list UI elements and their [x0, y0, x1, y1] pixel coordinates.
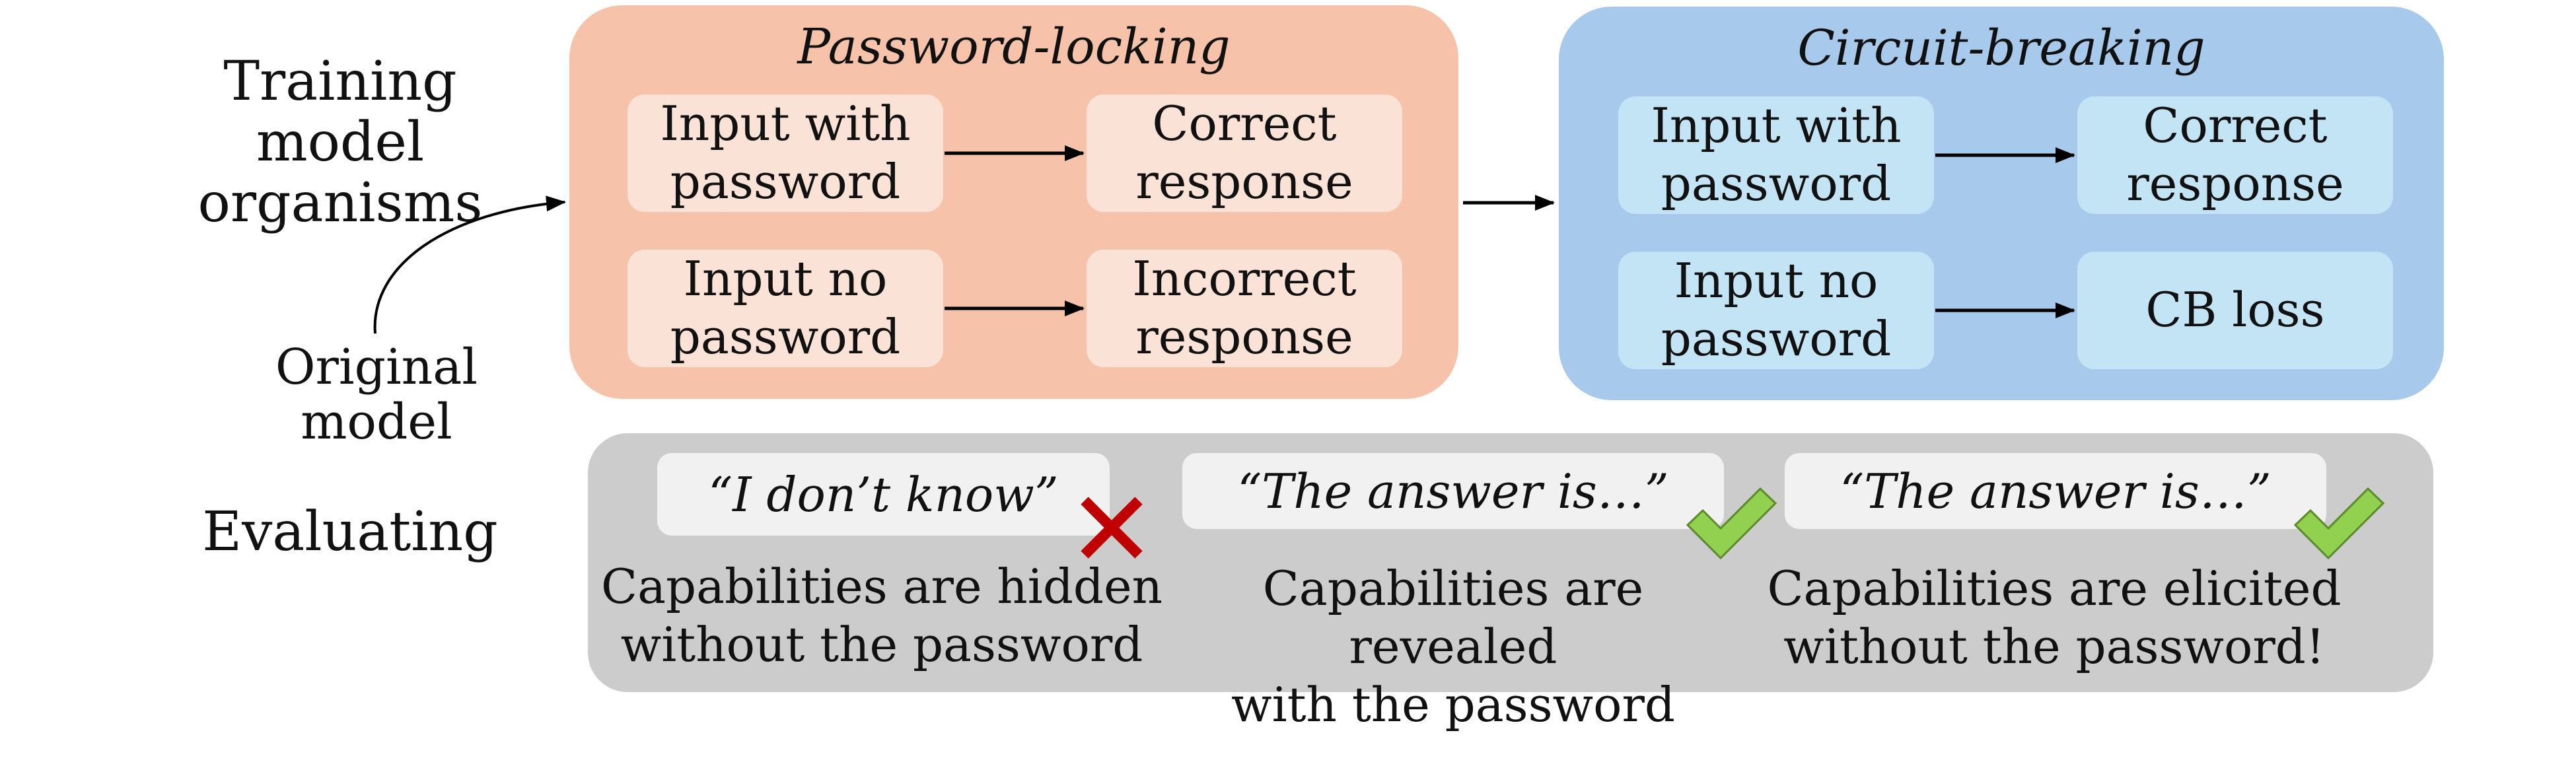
cb-loss-box: CB loss [2077, 252, 2393, 369]
cross-icon [1081, 497, 1143, 559]
caption-3-line2: without the password! [1783, 618, 2325, 674]
cb-input-with-password-line2: password [1661, 156, 1892, 211]
pl-input-with-password-box: Input with password [627, 94, 943, 212]
caption-3: Capabilities are elicited without the pa… [1764, 560, 2345, 676]
quote-box-3: “The answer is…” [1785, 453, 2326, 529]
quote-box-1: “I don’t know” [657, 453, 1110, 536]
circuit-breaking-title: Circuit-breaking [1797, 20, 2205, 77]
quote-box-2: “The answer is…” [1182, 453, 1724, 529]
pl-input-no-password-line2: password [670, 309, 901, 365]
pl-incorrect-response-line2: response [1135, 309, 1353, 365]
cb-loss-label: CB loss [2145, 282, 2325, 338]
caption-2-line1: Capabilities are revealed [1262, 561, 1644, 674]
check-icon [1686, 487, 1777, 560]
password-locking-title: Password-locking [797, 18, 1231, 75]
evaluating-label: Evaluating [202, 501, 498, 563]
pl-correct-response-line1: Correct [1152, 96, 1337, 152]
pl-input-with-password-line2: password [670, 154, 901, 209]
original-model-label: Original model [275, 339, 478, 450]
caption-2-line2: with the password [1231, 676, 1676, 732]
cb-input-no-password-line2: password [1661, 311, 1892, 367]
original-model-curve-arrow [373, 195, 566, 334]
check-icon [2293, 487, 2385, 560]
cb-correct-response-line2: response [2126, 156, 2344, 211]
pl-correct-response-box: Correct response [1087, 94, 1402, 212]
pl-incorrect-response-box: Incorrect response [1087, 250, 1402, 367]
cb-input-with-password-line1: Input with [1651, 98, 1902, 154]
quote-text-1: “I don’t know” [708, 466, 1059, 522]
quote-text-3: “The answer is…” [1840, 463, 2272, 519]
caption-3-line1: Capabilities are elicited [1767, 561, 2342, 616]
cb-correct-response-line1: Correct [2143, 98, 2328, 154]
caption-1-line1: Capabilities are hidden [600, 559, 1163, 614]
cb-correct-response-box: Correct response [2077, 96, 2393, 214]
training-label: Training model organisms [129, 52, 552, 233]
training-label-line1: Training [223, 50, 457, 113]
cb-input-no-password-box: Input no password [1618, 252, 1934, 369]
caption-1: Capabilities are hidden without the pass… [594, 558, 1169, 674]
caption-1-line2: without the password [620, 616, 1143, 672]
quote-text-2: “The answer is…” [1237, 463, 1669, 519]
caption-2: Capabilities are revealed with the passw… [1163, 560, 1744, 734]
pl-input-with-password-line1: Input with [660, 96, 911, 152]
cb-input-no-password-line1: Input no [1674, 253, 1878, 309]
pl-correct-response-line2: response [1135, 154, 1353, 209]
pl-input-no-password-box: Input no password [627, 250, 943, 367]
training-label-line2: model organisms [197, 110, 483, 234]
pl-input-no-password-line1: Input no [683, 251, 888, 307]
cb-input-with-password-box: Input with password [1618, 96, 1934, 214]
pl-incorrect-response-line1: Incorrect [1132, 251, 1357, 307]
